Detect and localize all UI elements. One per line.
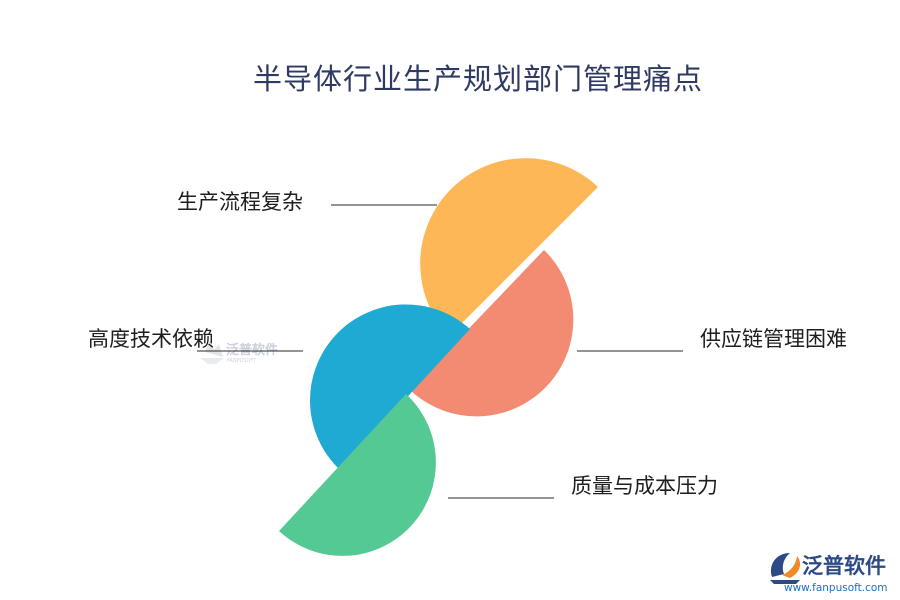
brand-logo-text: 泛普软件 — [802, 554, 886, 578]
label-tech-dependency: 高度技术依赖 — [88, 327, 214, 351]
petal-production-process — [420, 158, 598, 336]
petal-tech-dependency — [310, 304, 470, 470]
diagram-title: 半导体行业生产规划部门管理痛点 — [253, 62, 703, 96]
watermark-logo-icon — [200, 340, 224, 364]
brand-logo-url: www.fanpusoft.com — [784, 582, 888, 594]
petal-supply-chain — [410, 250, 574, 417]
brand-logo: 泛普软件 www.fanpusoft.com — [770, 553, 888, 594]
watermark-subtext: FANPUSOFT — [227, 358, 257, 364]
label-production-process: 生产流程复杂 — [177, 190, 303, 214]
brand-logo-icon — [770, 553, 801, 584]
petal-quality-cost — [279, 394, 436, 556]
watermark: 泛普软件 FANPUSOFT — [200, 340, 278, 364]
label-supply-chain: 供应链管理困难 — [700, 327, 847, 351]
label-quality-cost: 质量与成本压力 — [571, 474, 718, 498]
watermark-text: 泛普软件 — [226, 342, 278, 358]
